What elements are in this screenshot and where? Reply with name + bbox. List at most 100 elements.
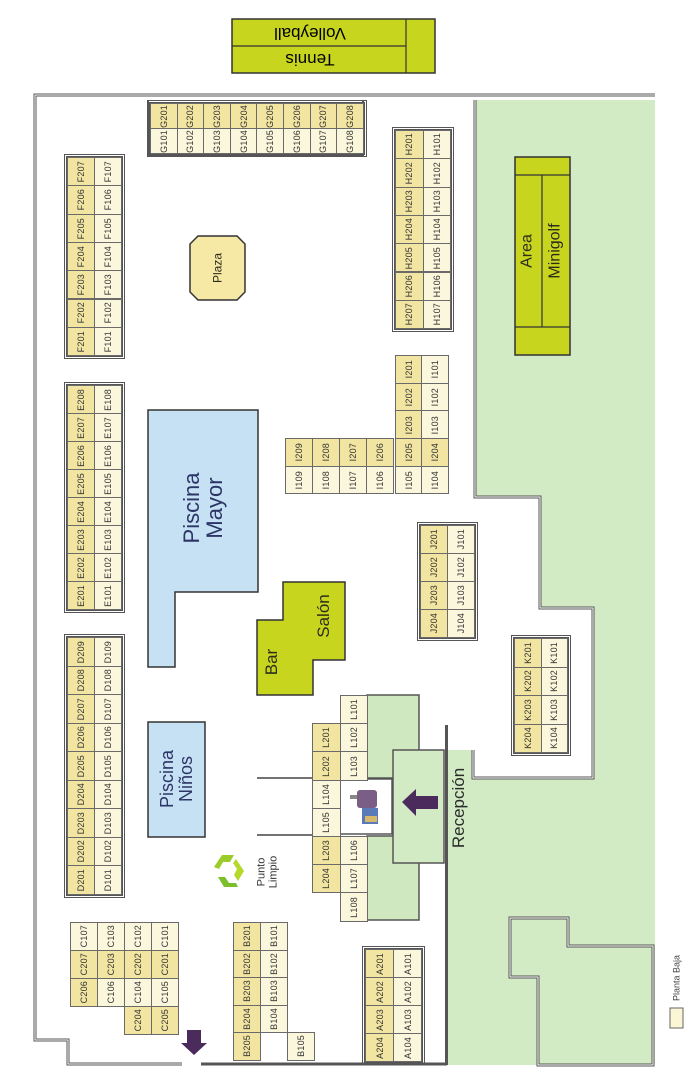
- apartment-unit[interactable]: B203: [233, 977, 261, 1006]
- apartment-unit[interactable]: H102: [422, 158, 451, 188]
- apartment-unit[interactable]: I209: [285, 438, 313, 467]
- apartment-unit[interactable]: G101: [150, 128, 178, 154]
- apartment-unit[interactable]: B104: [260, 1004, 288, 1033]
- apartment-unit[interactable]: I201: [395, 355, 423, 384]
- apartment-unit[interactable]: J102: [447, 553, 475, 582]
- apartment-unit[interactable]: G204: [229, 103, 258, 129]
- apartment-unit[interactable]: K102: [540, 666, 568, 696]
- apartment-unit[interactable]: C106: [97, 978, 125, 1007]
- apartment-unit[interactable]: H107: [422, 299, 451, 330]
- apartment-unit[interactable]: J203: [420, 581, 448, 610]
- apartment-unit[interactable]: A103: [393, 1005, 422, 1034]
- apartment-unit[interactable]: K103: [540, 695, 568, 725]
- apartment-unit[interactable]: H106: [422, 271, 451, 301]
- apartment-unit[interactable]: L204: [312, 864, 341, 894]
- apartment-unit[interactable]: I107: [339, 465, 367, 495]
- apartment-unit[interactable]: I203: [395, 410, 423, 440]
- apartment-unit[interactable]: C206: [70, 978, 98, 1007]
- apartment-unit[interactable]: E108: [94, 385, 122, 414]
- apartment-unit[interactable]: B201: [233, 922, 261, 951]
- apartment-unit[interactable]: L201: [312, 723, 341, 753]
- apartment-unit[interactable]: I207: [339, 438, 367, 467]
- apartment-unit[interactable]: F107: [94, 157, 122, 187]
- apartment-unit[interactable]: D203: [67, 808, 95, 838]
- apartment-unit[interactable]: C102: [124, 922, 152, 951]
- apartment-unit[interactable]: L103: [339, 751, 368, 781]
- apartment-unit[interactable]: B101: [260, 922, 288, 951]
- apartment-unit[interactable]: E106: [94, 441, 122, 470]
- apartment-unit[interactable]: D209: [67, 637, 95, 667]
- apartment-unit[interactable]: H207: [395, 299, 424, 330]
- apartment-unit[interactable]: F102: [94, 298, 122, 328]
- apartment-unit[interactable]: B105: [287, 1032, 315, 1061]
- apartment-unit[interactable]: E207: [67, 413, 95, 442]
- apartment-unit[interactable]: B205: [233, 1032, 261, 1061]
- apartment-unit[interactable]: I105: [395, 465, 423, 495]
- apartment-unit[interactable]: F104: [94, 241, 122, 272]
- apartment-unit[interactable]: G205: [256, 103, 284, 129]
- apartment-unit[interactable]: D104: [94, 779, 122, 809]
- apartment-unit[interactable]: L106: [339, 836, 368, 866]
- apartment-unit[interactable]: F105: [94, 213, 122, 243]
- apartment-unit[interactable]: L104: [312, 779, 341, 809]
- apartment-unit[interactable]: I205: [395, 438, 423, 467]
- apartment-unit[interactable]: D105: [94, 751, 122, 781]
- apartment-unit[interactable]: C204: [124, 1006, 152, 1035]
- apartment-unit[interactable]: G103: [203, 128, 231, 154]
- apartment-unit[interactable]: I202: [395, 382, 423, 412]
- apartment-unit[interactable]: F203: [67, 270, 95, 300]
- apartment-unit[interactable]: E105: [94, 469, 122, 498]
- apartment-unit[interactable]: C207: [70, 950, 98, 979]
- apartment-unit[interactable]: B103: [260, 977, 288, 1006]
- apartment-unit[interactable]: I104: [421, 465, 449, 495]
- apartment-unit[interactable]: G105: [256, 128, 284, 154]
- apartment-unit[interactable]: I106: [366, 465, 394, 495]
- apartment-unit[interactable]: F103: [94, 270, 122, 300]
- apartment-unit[interactable]: C202: [124, 950, 152, 979]
- apartment-unit[interactable]: K104: [540, 723, 568, 753]
- apartment-unit[interactable]: C205: [151, 1006, 179, 1035]
- apartment-unit[interactable]: I206: [366, 438, 394, 467]
- apartment-unit[interactable]: G108: [336, 128, 364, 154]
- apartment-unit[interactable]: E201: [67, 581, 95, 610]
- apartment-unit[interactable]: L102: [339, 723, 368, 753]
- apartment-unit[interactable]: F201: [67, 326, 95, 357]
- apartment-unit[interactable]: J204: [420, 609, 448, 638]
- apartment-unit[interactable]: D101: [94, 865, 122, 895]
- apartment-unit[interactable]: L202: [312, 751, 341, 781]
- apartment-unit[interactable]: C101: [151, 922, 179, 951]
- apartment-unit[interactable]: J101: [447, 525, 475, 554]
- apartment-unit[interactable]: E101: [94, 581, 122, 610]
- apartment-unit[interactable]: G107: [309, 128, 338, 154]
- apartment-unit[interactable]: G202: [176, 103, 205, 129]
- apartment-unit[interactable]: A104: [393, 1033, 422, 1062]
- apartment-unit[interactable]: C201: [151, 950, 179, 979]
- apartment-unit[interactable]: C104: [124, 978, 152, 1007]
- apartment-unit[interactable]: G104: [229, 128, 258, 154]
- apartment-unit[interactable]: I102: [421, 382, 449, 412]
- apartment-unit[interactable]: H101: [422, 130, 451, 160]
- apartment-unit[interactable]: L107: [339, 864, 368, 894]
- apartment-unit[interactable]: I108: [312, 465, 340, 495]
- apartment-unit[interactable]: B202: [233, 949, 261, 978]
- apartment-unit[interactable]: A201: [365, 949, 394, 978]
- apartment-unit[interactable]: L101: [339, 695, 368, 725]
- apartment-unit[interactable]: K201: [514, 638, 542, 668]
- apartment-unit[interactable]: C105: [151, 978, 179, 1007]
- apartment-unit[interactable]: F101: [94, 326, 122, 357]
- apartment-unit[interactable]: J104: [447, 609, 475, 638]
- apartment-unit[interactable]: C103: [97, 922, 125, 951]
- apartment-unit[interactable]: K203: [514, 695, 542, 725]
- apartment-unit[interactable]: D205: [67, 751, 95, 781]
- apartment-unit[interactable]: D201: [67, 865, 95, 895]
- apartment-unit[interactable]: C107: [70, 922, 98, 951]
- apartment-unit[interactable]: K101: [540, 638, 568, 668]
- apartment-unit[interactable]: L105: [312, 807, 341, 837]
- apartment-unit[interactable]: E107: [94, 413, 122, 442]
- apartment-unit[interactable]: I101: [421, 355, 449, 384]
- apartment-unit[interactable]: G208: [336, 103, 364, 129]
- apartment-unit[interactable]: I204: [421, 438, 449, 467]
- apartment-unit[interactable]: D109: [94, 637, 122, 667]
- apartment-unit[interactable]: L108: [339, 892, 368, 922]
- apartment-unit[interactable]: B102: [260, 949, 288, 978]
